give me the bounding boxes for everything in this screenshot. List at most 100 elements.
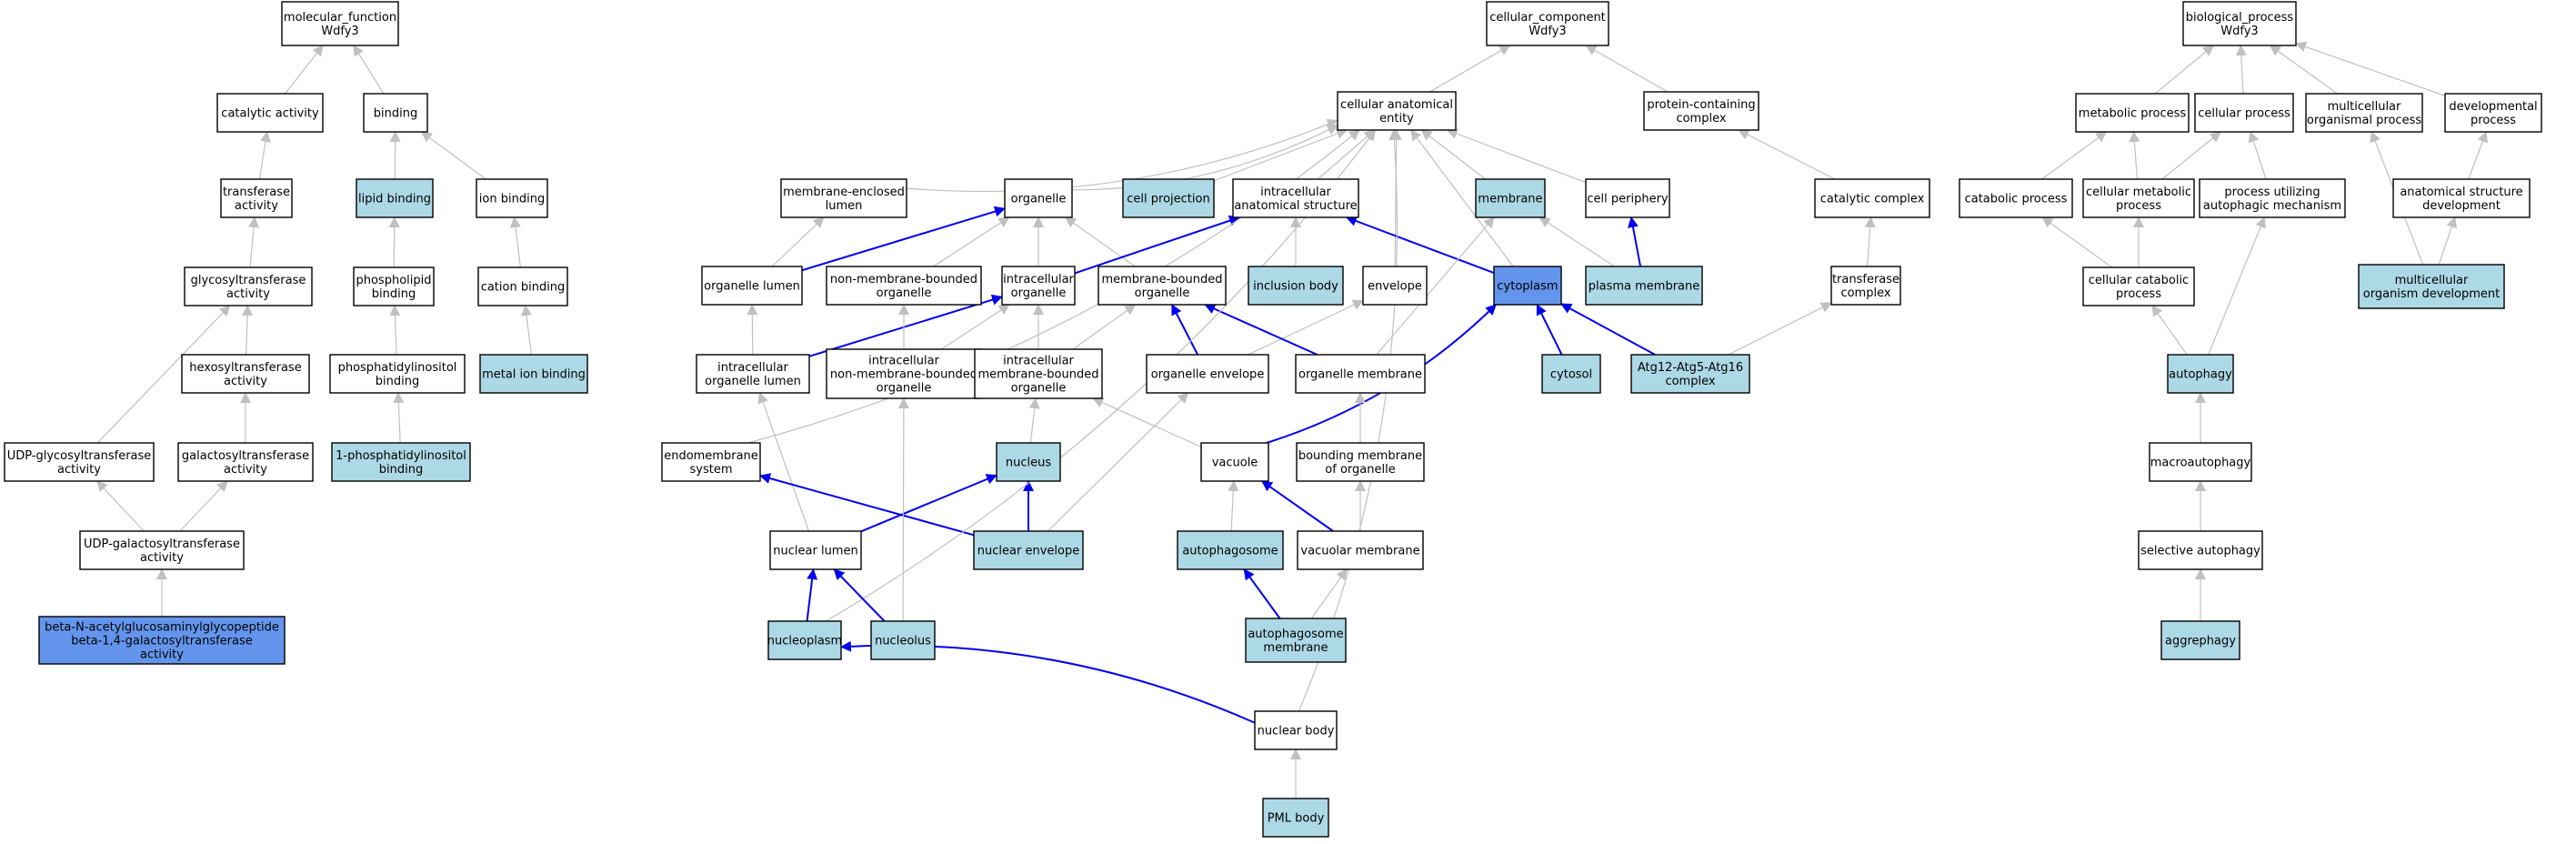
node-membrane[interactable]: membrane [1475,178,1546,218]
node-cellperiph[interactable]: cell periphery [1585,178,1670,218]
node-box[interactable] [1098,266,1227,306]
node-autophagosome[interactable]: autophagosome [1177,530,1284,570]
node-lipidbind[interactable]: lipid binding [356,178,434,218]
node-box[interactable] [1122,178,1215,218]
node-catcomplex[interactable]: catalytic complex [1814,178,1930,218]
node-box[interactable] [1585,178,1670,218]
node-box[interactable] [331,442,471,482]
node-box[interactable] [1262,798,1329,838]
node-box[interactable] [1245,618,1347,663]
node-box[interactable] [769,530,862,570]
node-box[interactable] [4,442,155,482]
node-aggrephagy[interactable]: aggrephagy [2160,620,2240,660]
node-plasmamem[interactable]: plasma membrane [1585,266,1703,306]
node-box[interactable] [184,266,313,306]
node-box[interactable] [2199,178,2346,218]
node-box[interactable] [2182,1,2297,46]
node-box[interactable] [826,266,982,306]
node-metalion[interactable]: metal ion binding [479,354,588,394]
node-box[interactable] [1486,1,1609,46]
node-box[interactable] [973,530,1084,570]
node-box[interactable] [1541,354,1601,394]
node-box[interactable] [1296,442,1425,482]
node-box[interactable] [477,266,568,306]
node-cytoplasm[interactable]: cytoplasm [1493,266,1562,306]
node-box[interactable] [2075,93,2190,133]
node-box[interactable] [2305,93,2423,133]
node-box[interactable] [2149,442,2252,482]
node-box[interactable] [329,354,466,394]
node-box[interactable] [181,354,310,394]
node-box[interactable] [216,93,324,133]
node-box[interactable] [1475,178,1546,218]
node-box[interactable] [1814,178,1930,218]
node-box[interactable] [2444,93,2542,133]
node-ionbind[interactable]: ion binding [476,178,548,218]
node-box[interactable] [353,266,435,306]
node-box[interactable] [1200,442,1269,482]
node-box[interactable] [974,348,1103,399]
node-box[interactable] [1254,710,1338,750]
node-box[interactable] [1585,266,1703,306]
node-nucbody[interactable]: nuclear body [1254,710,1338,750]
node-pml[interactable]: PML body [1262,798,1329,838]
node-box[interactable] [2138,530,2263,570]
node-box[interactable] [363,93,428,133]
node-box[interactable] [356,178,434,218]
node-catabolic[interactable]: catabolic process [1959,178,2073,218]
node-vacmem[interactable]: vacuolar membrane [1297,530,1424,570]
node-box[interactable] [870,620,936,660]
node-inmbo[interactable]: intracellularnon-membrane-boundedorganel… [826,348,982,399]
node-envelope[interactable]: envelope [1362,266,1428,306]
node-orgmem[interactable]: organelle membrane [1295,354,1426,394]
node-box[interactable] [220,178,293,218]
node-catact[interactable]: catalytic activity [216,93,324,133]
node-metproc[interactable]: metabolic process [2075,93,2190,133]
node-cellproj[interactable]: cell projection [1122,178,1215,218]
node-box[interactable] [1248,266,1344,306]
node-nucenv[interactable]: nuclear envelope [973,530,1084,570]
node-box[interactable] [2160,620,2240,660]
node-box[interactable] [661,442,761,482]
node-box[interactable] [1004,178,1073,218]
node-orglumen[interactable]: organelle lumen [701,266,803,306]
node-box[interactable] [2167,354,2234,394]
node-nucleolus[interactable]: nucleolus [870,620,936,660]
node-nucleus[interactable]: nucleus [996,442,1061,482]
node-box[interactable] [79,530,245,570]
node-box[interactable] [1337,91,1457,131]
node-orgenv[interactable]: organelle envelope [1146,354,1269,394]
node-box[interactable] [476,178,548,218]
node-box[interactable] [2082,266,2195,306]
node-macroauto[interactable]: macroautophagy [2149,442,2252,482]
node-selauto[interactable]: selective autophagy [2138,530,2263,570]
node-organelle[interactable]: organelle [1004,178,1073,218]
node-inclusion[interactable]: inclusion body [1248,266,1344,306]
node-box[interactable] [2358,264,2505,309]
node-box[interactable] [1830,266,1901,306]
node-box[interactable] [696,354,810,394]
